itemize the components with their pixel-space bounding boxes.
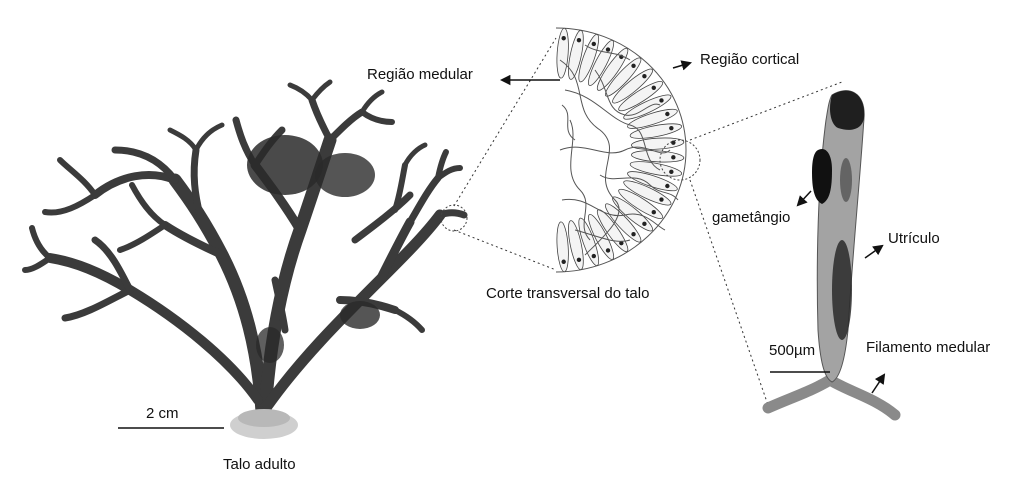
utricle-tip-dot [642,222,646,226]
label-medullary-region: Região medular [367,66,473,84]
utricle-tip-dot [659,98,663,102]
arrow-cortical-region [673,63,690,68]
label-scale-2cm: 2 cm [146,405,179,423]
medullary-filament-shape [768,380,895,415]
utricle-tip-dot [642,74,646,78]
utricle-tip-dot [561,36,565,40]
utricle-tip-dot [669,126,673,130]
adult-thallus [25,82,464,412]
utricle-tip-dot [577,258,581,262]
label-scale-500um: 500µm [769,342,815,360]
utricle-tip-dot [631,232,635,236]
cross-section-diagram [555,28,700,272]
utricle-tip-dot [592,42,596,46]
thallus-holdfast-upper [238,409,290,427]
cortical-utricle [555,221,569,272]
utricle-tip-dot [652,86,656,90]
utricle-dark-content [832,240,852,340]
arrow-utricle [865,246,882,258]
utricle-tip-dot [606,47,610,51]
utricle-tip-dot [671,155,675,159]
label-cortical-region: Região cortical [700,51,799,69]
zoom-line-utricle-top [690,82,842,140]
label-adult-thallus: Talo adulto [223,456,296,474]
utricle-tip-dot [669,170,673,174]
utricle-tip-dot [659,197,663,201]
zoom-line-top [454,38,556,206]
thallus-dense-area [247,135,380,363]
label-medullary-filament: Filamento medular [866,339,990,357]
cortical-utricles [555,28,684,272]
utricle-tip-dot [631,64,635,68]
cortical-utricle [555,28,569,79]
arrow-gametangium [798,191,811,205]
zoom-line-bottom [454,230,556,270]
arrow-medullary-filament [872,375,884,393]
utricle-tip-dot [652,210,656,214]
utricle-tip-dot [665,112,669,116]
utricle-tip-dot [592,254,596,258]
utricle-detail [768,91,895,415]
utricle-mid-content [840,158,852,202]
label-gametangium: gametângio [712,209,790,227]
label-utricle: Utrículo [888,230,940,248]
utricle-tip-dot [561,260,565,264]
utricle-tip-dot [665,184,669,188]
utricle-tip-dot [577,38,581,42]
label-cross-section: Corte transversal do talo [486,285,649,303]
utricle-tip-dot [606,248,610,252]
